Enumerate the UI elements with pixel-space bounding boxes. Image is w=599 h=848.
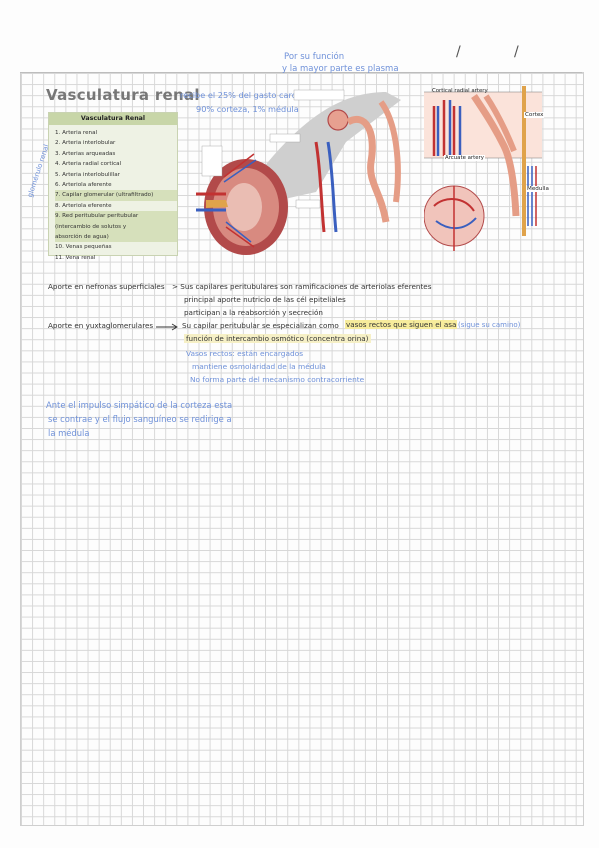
footer-note-line-1: Ante el impulso simpático de la corteza … (46, 400, 233, 410)
label-box-bottom (295, 199, 321, 209)
list-item: 4. Arteria radial cortical (55, 161, 122, 168)
nephron-tubule (471, 94, 520, 217)
vessel-network-illustration (424, 86, 542, 251)
note-gasto-cardiaco: recibe el 25% del gasto cardiaco (180, 90, 314, 100)
note-corteza-medula: 90% corteza, 1% médula (196, 104, 299, 114)
vasculature-table: Vasculatura Renal 1. Arteria renal 2. Ar… (48, 112, 178, 261)
top-note-1: Por su función (284, 52, 345, 62)
vasa-recta-veins (527, 166, 533, 226)
branch-veins (223, 159, 257, 243)
text-vasos-rectos-encargados: Vasos rectos: están encargados (186, 349, 304, 358)
text-juxtaglomerular: Aporte en yuxtaglomerulares (48, 321, 154, 330)
collecting-tubule (378, 100, 401, 203)
top-note-2: y la mayor parte es plasma (282, 64, 399, 74)
text-osmolaridad: mantiene osmolaridad de la médula (192, 362, 326, 371)
label-box-top (293, 89, 345, 101)
arcuate-vein-zoom (326, 141, 338, 233)
text-especializan: Su capilar peritubular se especializan c… (182, 321, 339, 330)
text-vasos-rectos-highlight: vasos rectos que siguen el asa (345, 320, 458, 329)
text-peritubular-capillaries: > Sus capilares peritubulares son ramifi… (172, 282, 432, 291)
list-item: 7. Capilar glomerular (ultrafiltrado) (55, 190, 177, 201)
label-box-kidney (201, 145, 223, 177)
arcuate-artery-zoom (314, 141, 326, 233)
label-cortical-radial: Cortical radial artery (432, 88, 488, 94)
branch-arteries (223, 153, 255, 248)
table-list: 1. Arteria renal 2. Arteria interlobular… (49, 128, 177, 263)
text-intercambio-osmotico: función de intercambio osmótico (concent… (184, 334, 371, 343)
list-item: (intercambio de solutos y (55, 221, 177, 232)
page-title: Vasculatura renal (46, 86, 200, 104)
footer-note-line-2: se contrae y el flujo sanguíneo se redir… (48, 414, 232, 424)
date-slash-1: / (456, 44, 461, 60)
footer-note-line-3: la médula (48, 428, 90, 438)
kidney-illustration (196, 89, 401, 255)
label-cortex: Cortex (524, 112, 545, 118)
glomerulus (327, 109, 349, 131)
list-item: 6. Arteriola aferente (55, 181, 112, 188)
renal-pelvis (206, 200, 228, 208)
page-top-rule (20, 72, 582, 73)
list-item: 10. Venas pequeñas (55, 244, 112, 251)
efferent-arteriole (435, 217, 477, 230)
list-item: 3. Arterias arqueadas (55, 150, 116, 157)
label-medulla: Medulla (526, 186, 550, 192)
label-arcuate: Arcuate artery (444, 155, 485, 161)
date-slash-2: / (514, 44, 519, 60)
cortical-radial-veins (436, 100, 462, 156)
cortical-radial-arteries (432, 100, 456, 156)
text-reabsorcion: participan a la reabsorción y secreción (184, 308, 323, 317)
text-principal-aporte: principal aporte nutricio de las cél epi… (184, 295, 346, 304)
list-item: 2. Arteria interlobular (55, 140, 116, 147)
list-item: 5. Arteria interlobulillar (55, 171, 120, 178)
list-item: 11. Vena renal (55, 254, 96, 261)
tubule-loop (346, 116, 390, 223)
arrow-icon (156, 323, 178, 331)
text-sigue-su-camino: (sigue su camino) (458, 321, 521, 329)
kidney-medulla (226, 183, 262, 231)
list-item: absorción de agua) (55, 231, 177, 243)
list-item: 9. Red peritubular peritubular (55, 211, 177, 222)
text-contracorriente: No forma parte del mecanismo contracorri… (190, 375, 365, 384)
list-item: 8. Arteriola eferente (55, 202, 112, 209)
nephron-tubule-2 (483, 94, 517, 153)
text-superficial-nephrons: Aporte en nefronas superficiales (48, 282, 165, 291)
label-box-left (269, 133, 301, 143)
table-header: Vasculatura Renal (49, 113, 177, 125)
list-item: 1. Arteria renal (55, 130, 98, 136)
